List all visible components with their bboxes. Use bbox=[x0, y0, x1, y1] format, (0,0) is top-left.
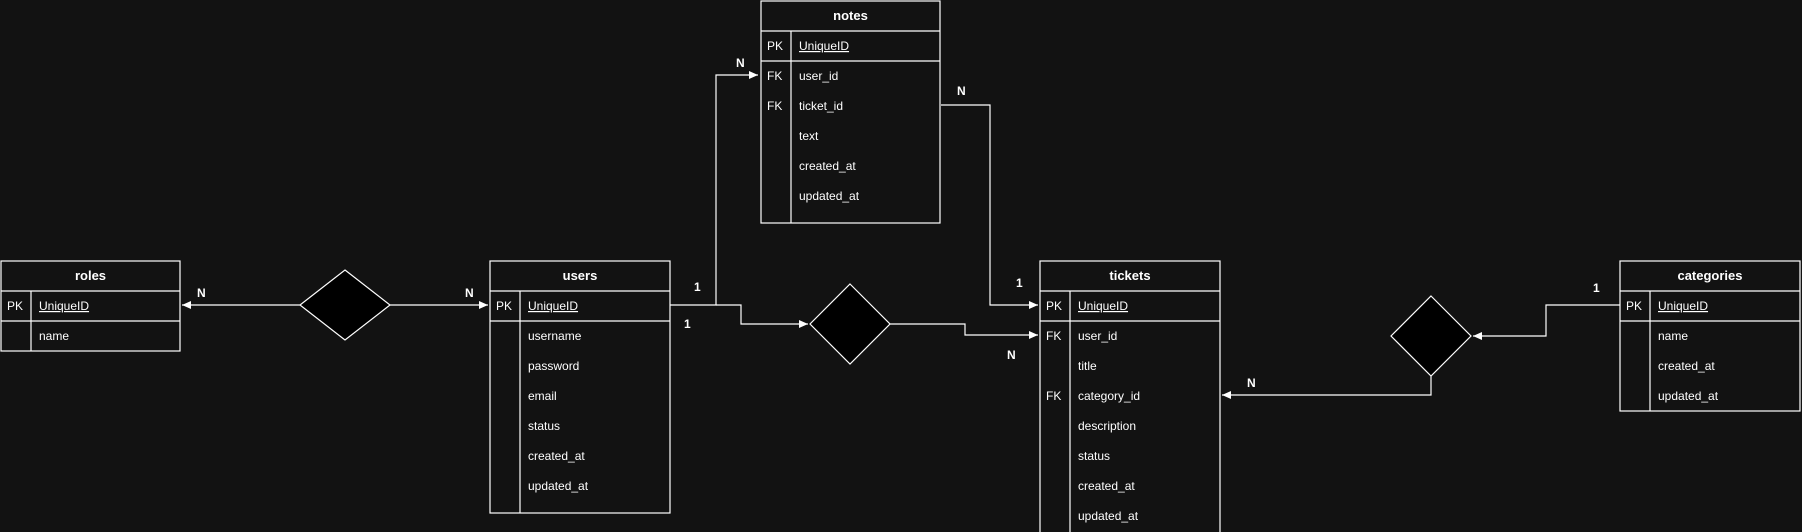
line-diamond3-tickets bbox=[1222, 375, 1432, 399]
field-name: created_at bbox=[799, 159, 856, 173]
table-box bbox=[489, 260, 671, 514]
field-name: category_id bbox=[1078, 389, 1140, 403]
row-key: PK bbox=[496, 299, 512, 313]
line-notes-tickets bbox=[941, 104, 1038, 309]
field-name: name bbox=[1658, 329, 1688, 343]
field-name: name bbox=[39, 329, 69, 343]
card-users-to-tickets: 1 bbox=[684, 317, 691, 331]
row-key: PK bbox=[767, 39, 783, 53]
primary-key-field: UniqueID bbox=[1658, 299, 1708, 313]
relationship-diamond-users-tickets bbox=[809, 283, 891, 365]
row-key: PK bbox=[7, 299, 23, 313]
row-key: FK bbox=[767, 69, 782, 83]
card-tickets-user: N bbox=[1007, 348, 1016, 362]
card-notes-user: N bbox=[736, 56, 745, 70]
field-name: password bbox=[528, 359, 579, 373]
field-name: updated_at bbox=[1658, 389, 1719, 403]
primary-key-field: UniqueID bbox=[799, 39, 849, 53]
line-users-notes bbox=[670, 71, 758, 306]
row-key: FK bbox=[1046, 389, 1061, 403]
primary-key-field: UniqueID bbox=[1078, 299, 1128, 313]
row-key: PK bbox=[1626, 299, 1642, 313]
field-name: created_at bbox=[1658, 359, 1715, 373]
field-name: user_id bbox=[1078, 329, 1117, 343]
table-title: notes bbox=[833, 8, 868, 23]
field-name: user_id bbox=[799, 69, 838, 83]
field-name: ticket_id bbox=[799, 99, 843, 113]
field-name: created_at bbox=[528, 449, 585, 463]
primary-key-field: UniqueID bbox=[528, 299, 578, 313]
field-name: text bbox=[799, 129, 819, 143]
primary-key-field: UniqueID bbox=[39, 299, 89, 313]
line-diamond2-tickets bbox=[890, 323, 1038, 339]
row-key: FK bbox=[767, 99, 782, 113]
card-users-to-notes: 1 bbox=[694, 280, 701, 294]
row-key: PK bbox=[1046, 299, 1062, 313]
card-roles-side: N bbox=[197, 286, 206, 300]
table-title: tickets bbox=[1109, 268, 1150, 283]
field-name: status bbox=[1078, 449, 1110, 463]
card-notes-ticket: N bbox=[957, 84, 966, 98]
field-name: email bbox=[528, 389, 557, 403]
relationship-diamond-roles-users bbox=[299, 269, 391, 341]
row-key: FK bbox=[1046, 329, 1061, 343]
field-name: updated_at bbox=[528, 479, 589, 493]
field-name: status bbox=[528, 419, 560, 433]
field-name: username bbox=[528, 329, 582, 343]
line-users-diamond2 bbox=[716, 304, 808, 328]
cardinality-labels: N N 1 N 1 N N 1 1 N bbox=[197, 56, 1600, 390]
line-categories-diamond3 bbox=[1473, 304, 1620, 340]
relationship-lines bbox=[182, 71, 1620, 399]
field-name: created_at bbox=[1078, 479, 1135, 493]
card-tickets-category: N bbox=[1247, 376, 1256, 390]
field-name: updated_at bbox=[1078, 509, 1139, 523]
field-name: updated_at bbox=[799, 189, 860, 203]
relationship-diamond-categories-tickets bbox=[1390, 295, 1472, 377]
table-title: users bbox=[563, 268, 598, 283]
field-name: description bbox=[1078, 419, 1136, 433]
field-name: title bbox=[1078, 359, 1097, 373]
card-users-roles: N bbox=[465, 286, 474, 300]
table-title: roles bbox=[75, 268, 106, 283]
card-categories-side: 1 bbox=[1593, 281, 1600, 295]
card-tickets-to-notes: 1 bbox=[1016, 276, 1023, 290]
table-title: categories bbox=[1677, 268, 1742, 283]
